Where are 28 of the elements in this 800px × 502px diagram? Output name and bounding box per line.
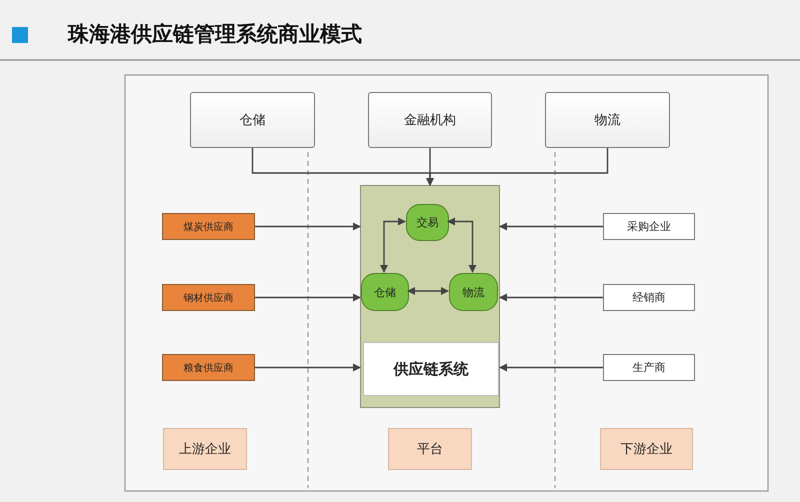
process-pill: 交易 (406, 204, 449, 241)
customer-box: 采购企业 (603, 213, 695, 240)
supplier-box: 钢材供应商 (162, 284, 255, 311)
process-pill: 仓储 (361, 273, 409, 311)
arrow (407, 287, 449, 295)
system-box: 供应链系统 (363, 342, 499, 396)
arrow (426, 148, 608, 186)
group-label-box: 上游企业 (163, 428, 247, 470)
group-label-box: 下游企业 (600, 428, 693, 470)
arrow (255, 222, 361, 230)
supplier-box: 粮食供应商 (162, 354, 255, 381)
service-box: 物流 (545, 92, 670, 148)
customer-box: 经销商 (603, 284, 695, 311)
process-pill: 物流 (449, 273, 498, 311)
arrow (255, 364, 361, 372)
platform-panel (360, 185, 500, 408)
title: 珠海港供应链管理系统商业模式 (68, 21, 362, 48)
arrow (447, 218, 476, 273)
arrow (255, 294, 361, 302)
arrow (499, 294, 603, 302)
supplier-box: 煤炭供应商 (162, 213, 255, 240)
arrow (499, 364, 603, 372)
service-box: 仓储 (190, 92, 315, 148)
arrow (499, 222, 603, 230)
customer-box: 生产商 (603, 354, 695, 381)
arrow (380, 218, 406, 273)
service-box: 金融机构 (368, 92, 492, 148)
group-label-box: 平台 (388, 428, 472, 470)
